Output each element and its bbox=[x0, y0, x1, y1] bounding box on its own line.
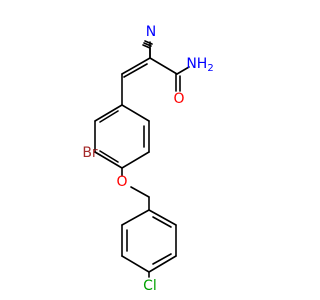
molecule-diagram: N NH2 O Br O Cl bbox=[82, 24, 213, 294]
atom-nh2-subscript: 2 bbox=[207, 63, 213, 74]
ring2-c bbox=[148, 255, 177, 273]
bond-nitrile-3 bbox=[144, 40, 153, 45]
atom-o-ether: O bbox=[116, 174, 127, 190]
bond-nitrile-1 bbox=[142, 44, 151, 49]
ring2-inner-2 bbox=[152, 253, 172, 265]
atom-o-carbonyl: O bbox=[173, 91, 184, 107]
ring2-d bbox=[121, 255, 150, 273]
atom-nh2: NH2 bbox=[186, 56, 213, 74]
bond-ring-br bbox=[94, 151, 101, 156]
bonds bbox=[94, 40, 190, 278]
bond-c1-n bbox=[176, 66, 190, 75]
bond-c2-c3-b bbox=[123, 63, 148, 78]
bond-c2-c1 bbox=[149, 57, 178, 75]
ring2-f bbox=[121, 209, 150, 226]
structure-drawing: N NH2 O Br O Cl bbox=[82, 24, 213, 294]
ring1-inner-3 bbox=[99, 110, 119, 123]
ring1-inner-2 bbox=[99, 150, 119, 163]
bond-c2-c3-a bbox=[121, 57, 151, 75]
ring1-a bbox=[121, 104, 150, 122]
ring1-c bbox=[121, 151, 150, 169]
atom-labels: N NH2 O Br O Cl bbox=[82, 24, 213, 294]
atom-nh2-main: NH bbox=[186, 56, 207, 72]
ring2-a bbox=[148, 209, 177, 226]
bond-o-ch2 bbox=[130, 186, 150, 198]
atom-cl: Cl bbox=[143, 278, 157, 294]
atom-br: Br bbox=[82, 145, 98, 161]
ring2-inner-1 bbox=[152, 216, 172, 228]
ring1-f bbox=[94, 104, 123, 122]
atom-n-nitrile: N bbox=[146, 24, 156, 40]
